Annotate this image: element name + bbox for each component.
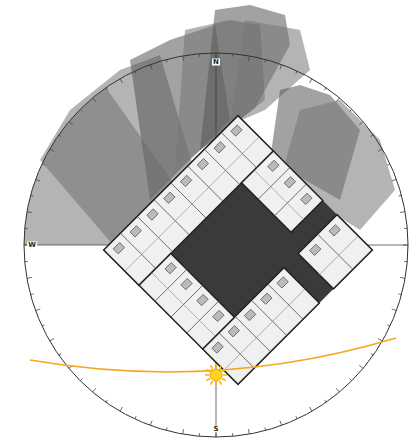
compass-circle — [24, 53, 408, 437]
building-plan — [104, 116, 373, 385]
sun-symbol — [205, 364, 227, 386]
compass-ticks — [24, 53, 408, 437]
compass-letter: S — [212, 426, 219, 433]
sun-path — [30, 338, 396, 372]
compass-letter: N — [212, 59, 220, 66]
compass-letter: W — [27, 242, 37, 249]
